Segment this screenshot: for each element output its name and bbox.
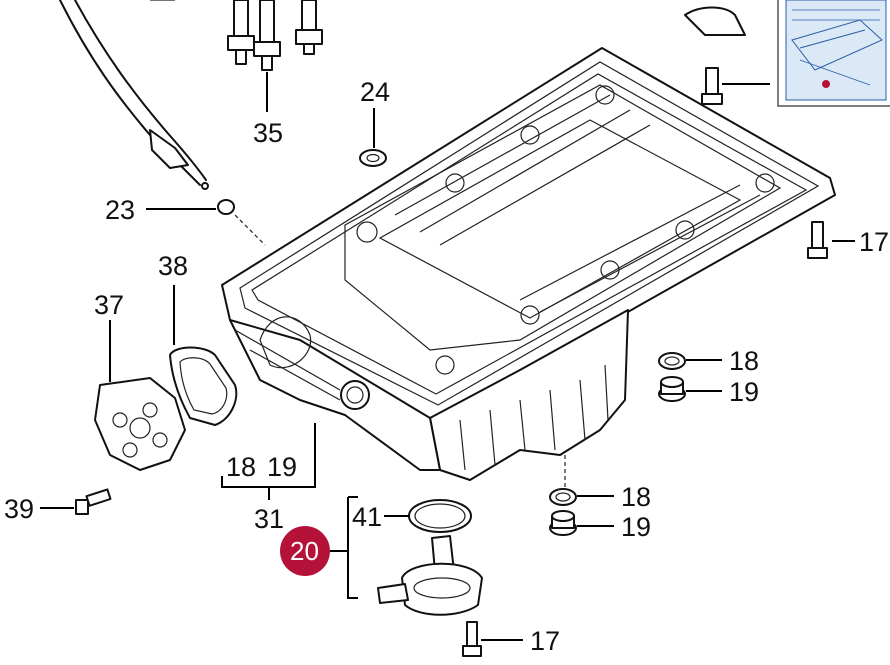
- callout-37[interactable]: 37: [94, 290, 124, 320]
- callout-23[interactable]: 23: [105, 195, 135, 225]
- callout-24[interactable]: 24: [360, 77, 390, 107]
- callout-19-upper[interactable]: 19: [729, 377, 759, 407]
- washer-18-upper[interactable]: [658, 352, 686, 370]
- bolt-17-right[interactable]: [807, 221, 828, 259]
- o-ring-23[interactable]: [217, 199, 235, 215]
- bolt-group-35[interactable]: [227, 0, 323, 71]
- locator-thumbnail[interactable]: [777, 0, 890, 107]
- callout-38[interactable]: 38: [158, 251, 188, 281]
- callout-39[interactable]: 39: [4, 494, 34, 524]
- oil-pan[interactable]: [221, 47, 836, 481]
- plug-19-upper[interactable]: [658, 376, 686, 402]
- callout-18-bracket[interactable]: 18: [226, 452, 256, 482]
- plug-19-lower[interactable]: [549, 510, 577, 536]
- callout-18-lower[interactable]: 18: [621, 482, 651, 512]
- washer-18-lower[interactable]: [549, 488, 577, 506]
- gasket-38[interactable]: [169, 346, 238, 426]
- dipstick-tube: [59, 0, 209, 190]
- bolt-17-bottom[interactable]: [462, 621, 482, 657]
- callout-18-upper[interactable]: 18: [729, 346, 759, 376]
- oil-level-sensor-20[interactable]: [377, 535, 483, 616]
- callout-35[interactable]: 35: [253, 118, 283, 148]
- callout-17-right[interactable]: 17: [859, 227, 889, 257]
- callout-41[interactable]: 41: [352, 502, 382, 532]
- bolt-39[interactable]: [75, 488, 112, 515]
- washer-24[interactable]: [359, 149, 387, 167]
- callout-19-lower[interactable]: 19: [621, 512, 651, 542]
- o-ring-41[interactable]: [408, 499, 472, 533]
- callout-19-bracket[interactable]: 19: [267, 452, 297, 482]
- callout-31[interactable]: 31: [254, 504, 284, 534]
- callout-20[interactable]: 20: [290, 536, 319, 566]
- pump-37[interactable]: [94, 377, 186, 471]
- bolt-top-right[interactable]: [701, 67, 723, 105]
- highlight-badge-20[interactable]: [280, 526, 330, 576]
- callout-17-bottom[interactable]: 17: [530, 626, 560, 656]
